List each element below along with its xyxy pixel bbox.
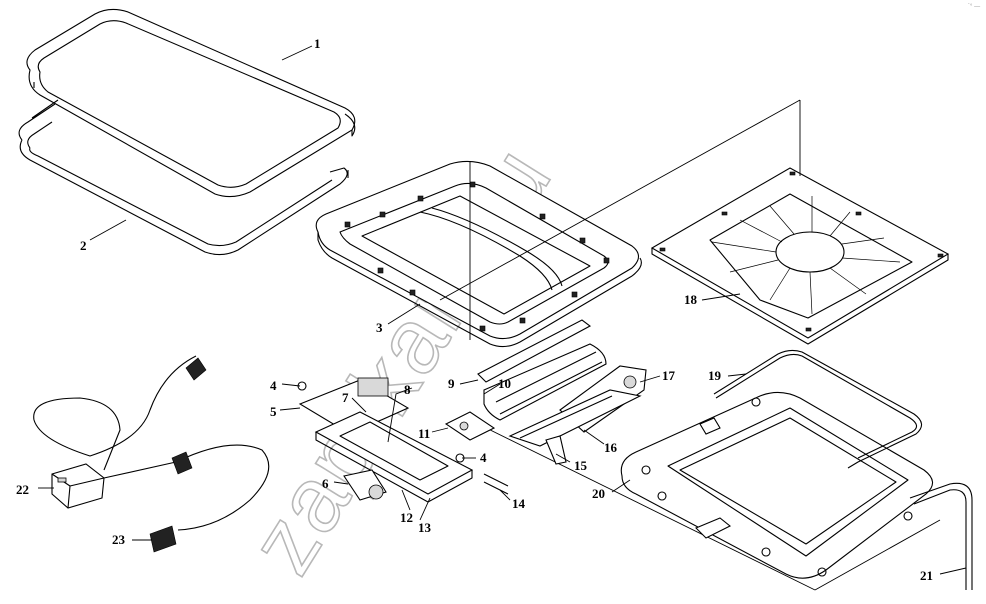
assembly-lines	[439, 99, 941, 591]
part-2-seal	[18, 99, 349, 256]
callout-8: 8	[404, 382, 411, 397]
callout-4b: 4	[480, 450, 487, 465]
part-18-inner-panel	[650, 167, 950, 345]
callout-17: 17	[662, 368, 676, 383]
callout-2: 2	[80, 238, 87, 253]
part-20-window-frame	[620, 391, 934, 579]
part-14-rods	[483, 473, 509, 495]
callout-15: 15	[574, 458, 588, 473]
callout-13: 13	[418, 520, 432, 535]
callout-22: 22	[16, 482, 29, 497]
callout-12: 12	[400, 510, 413, 525]
part-1-cover	[26, 8, 356, 198]
corner-mark: ´° —	[968, 4, 980, 10]
callout-labels: 1 2 3 4 4 5 6 7 8 9 10 11 12 13 14 15 16…	[16, 36, 933, 583]
callout-23: 23	[112, 532, 126, 547]
part-12-13-tray	[314, 411, 474, 503]
part-21-tube	[909, 482, 973, 590]
callout-1: 1	[314, 36, 321, 51]
callout-10: 10	[498, 376, 511, 391]
callout-16: 16	[604, 440, 618, 455]
callout-5: 5	[270, 404, 277, 419]
callout-9: 9	[448, 376, 455, 391]
callout-4a: 4	[270, 378, 277, 393]
part-22-switch-box	[51, 463, 105, 509]
part-9-10-rails	[477, 319, 607, 421]
part-11-hinge	[444, 411, 496, 441]
callout-14: 14	[512, 496, 526, 511]
part-3-frame	[315, 160, 642, 348]
cable-harness	[33, 355, 270, 531]
callout-21: 21	[920, 568, 933, 583]
callout-3: 3	[376, 320, 383, 335]
part-5-mechanism-plate	[297, 377, 465, 463]
callout-7: 7	[342, 390, 349, 405]
part-23-plug	[149, 525, 177, 553]
part-6-motor	[343, 469, 387, 501]
callout-18: 18	[684, 292, 698, 307]
callout-20: 20	[592, 486, 605, 501]
callout-19: 19	[708, 368, 722, 383]
leader-lines	[38, 45, 967, 575]
callout-11: 11	[418, 426, 430, 441]
callout-6: 6	[322, 476, 329, 491]
part-15-latch	[545, 435, 567, 465]
part-19-rod	[713, 349, 923, 469]
part-16-rail	[508, 389, 642, 447]
